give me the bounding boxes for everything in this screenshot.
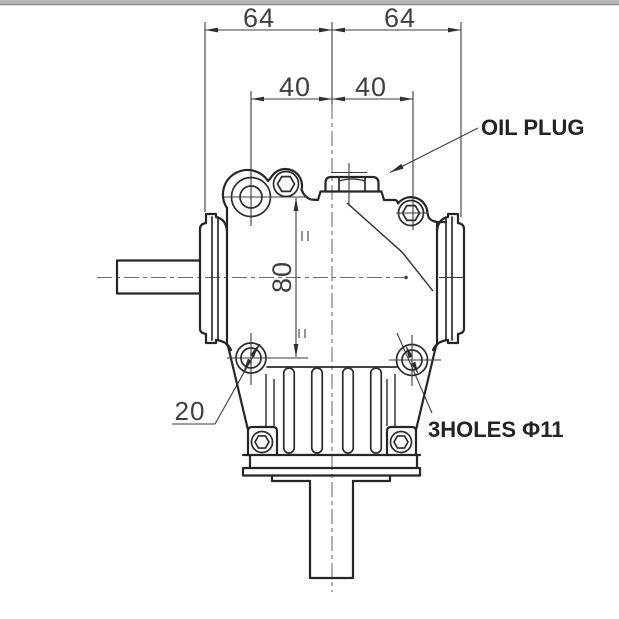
dimension-80-vertical: 80 <box>267 198 309 357</box>
mounting-hole-top-left <box>224 176 307 218</box>
dim-80: 80 <box>267 261 297 293</box>
bottom-bolt-left <box>246 425 279 457</box>
dim-64-left: 64 <box>243 3 275 33</box>
gearbox-housing-outline <box>221 167 448 432</box>
oil-plug <box>324 163 380 206</box>
dimension-40-40: 40 40 <box>250 72 414 230</box>
bolt-top-right <box>396 199 428 227</box>
center-line-horizontal <box>97 275 408 280</box>
output-shaft <box>308 479 355 580</box>
bottom-bolt-right <box>385 425 418 457</box>
dim-20: 20 <box>175 396 206 426</box>
oil-plug-label: OIL PLUG <box>481 115 585 140</box>
dimension-20-leader: 20 <box>172 343 261 426</box>
right-flange <box>431 212 466 352</box>
mounting-hole-bottom-right <box>389 335 441 386</box>
mounting-hole-bottom-left <box>227 333 308 385</box>
dim-40-left: 40 <box>279 72 311 102</box>
cooling-ribs <box>265 367 396 454</box>
input-shaft <box>115 259 202 295</box>
bolt-top-left <box>272 170 300 198</box>
dimension-64-64: 64 64 <box>204 3 462 217</box>
dim-40-right: 40 <box>355 72 387 102</box>
dim-64-right: 64 <box>384 3 416 33</box>
bottom-flange <box>241 453 422 483</box>
holes-callout: 3HOLES Φ11 <box>396 332 563 442</box>
window-top-strip <box>0 0 619 6</box>
holes-label: 3HOLES Φ11 <box>428 417 563 442</box>
oil-plug-callout: OIL PLUG <box>389 115 585 173</box>
left-flange <box>198 212 233 352</box>
